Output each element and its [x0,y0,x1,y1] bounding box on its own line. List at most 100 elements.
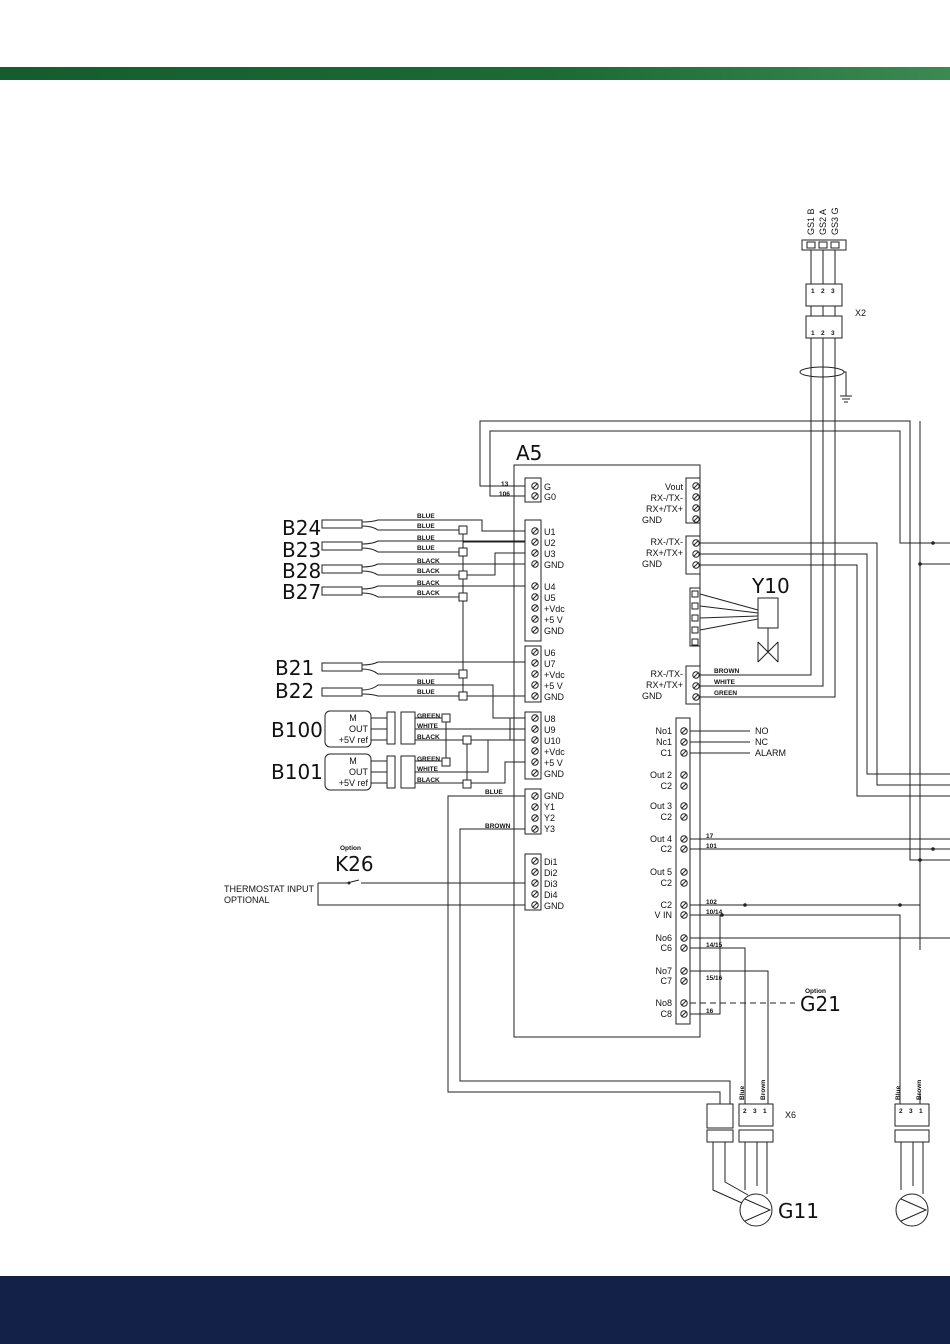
sensor-b27-label: B27 [282,580,321,604]
terminal-strip-analog-2 [524,645,542,703]
x2-bus-wires [700,250,836,698]
term-u10: U10 [544,736,561,746]
x2-label-gs1: GS1 B [806,208,816,235]
term-vdc: +Vdc [544,747,565,757]
term-u5: U5 [544,593,556,603]
x2-name: X2 [855,308,866,318]
b21-cable [361,661,525,675]
relay-wire-num: 10/14 [706,909,723,916]
controller-a5-box [513,464,701,1038]
term-gnd: GND [544,791,565,801]
x6-wire-blue: Blue [739,1086,746,1100]
g21-option: Option [805,988,826,995]
terminal-strip-power [524,477,542,503]
sensor-b24-probe [321,519,363,529]
relay-label: No6 [655,933,672,943]
k26-pivot [347,881,351,885]
wire-num-13: 13 [501,481,509,488]
terminal-strip-digital-in [524,853,542,911]
aout-wire-brown: BROWN [485,823,511,830]
terminal-strip-comm-top [685,477,701,524]
relay-label: C2 [660,844,672,854]
x6-pin: 2 [743,1108,747,1115]
x2-female [805,315,843,339]
term-5v: +5 V [544,758,563,768]
term-u2: U2 [544,538,556,548]
g11-ctrl-plug [706,1103,734,1129]
x2-label-gs2: GS2 A [818,209,828,235]
b101-wire-black: BLACK [417,777,440,784]
b100-wire-green: GREEN [417,713,440,720]
terminal-strip-analog-out [524,788,542,835]
g11-cables [712,1142,768,1204]
term-5v: +5 V [544,681,563,691]
relay-label: Out 5 [650,867,672,877]
term-gnd: GND [544,901,565,911]
relay-wire-num: 16 [706,1008,714,1015]
x6b-wire-brown: Brown [916,1080,923,1100]
wire-color: BLUE [417,689,435,696]
relay-label: Out 4 [650,834,672,844]
term-rx-tx-plus: RX+/TX+ [646,548,683,558]
x2-pin: 1 [811,288,815,295]
terminal-strip-analog-3 [524,711,542,780]
terminal-strip-comm-bottom [685,665,701,705]
relay-label: C2 [660,878,672,888]
valve-terminal [691,638,699,646]
valve-terminal [691,626,699,634]
cable-shield [799,366,845,378]
valve-terminal [691,590,699,598]
term-gnd: GND [642,515,663,525]
term-rx-tx-minus: RX-/TX- [651,493,684,503]
term-di3: Di3 [544,879,558,889]
b101-row-out: OUT [349,767,369,777]
terminal-strip-analog-1 [524,519,542,642]
relay-wire-num: 14/15 [706,942,723,949]
wire-color: BLACK [417,568,440,575]
term-u3: U3 [544,549,556,559]
b101-row-m: M [349,756,357,766]
pump-g11-label: G11 [778,1199,819,1223]
relay-label: Out 3 [650,801,672,811]
valve-terminal [691,602,699,610]
valve-y10-label: Y10 [751,574,790,598]
terminal-strip-comm-mid [685,535,701,575]
term-rx-tx-minus: RX-/TX- [651,537,684,547]
controller-label: A5 [516,441,542,465]
x6b-wire-blue: Blue [895,1086,902,1100]
k26-contact [317,879,525,906]
x6b-female [894,1129,930,1143]
wire-color: BLACK [417,590,440,597]
b100-row-out: OUT [349,724,369,734]
comm-wire-brown: BROWN [714,668,740,675]
b28-cable [361,552,525,576]
b100-row-m: M [349,713,357,723]
term-gnd: GND [544,769,565,779]
relay-label: C1 [660,748,672,758]
b101-socket [400,755,416,789]
relay-label: Out 2 [650,770,672,780]
wire-color: BLUE [417,545,435,552]
term-g0: G0 [544,492,556,502]
valve-wires [699,593,779,663]
relay-label: No7 [655,966,672,976]
term-gnd: GND [544,560,565,570]
b100-plug [386,711,396,745]
relay-label: C6 [660,943,672,953]
b101-wire-green: GREEN [417,756,440,763]
terminal-screws-left [531,482,539,909]
x6b-pin: 1 [919,1108,923,1115]
term-rx-tx-plus: RX+/TX+ [646,504,683,514]
term-rx-tx-plus: RX+/TX+ [646,680,683,690]
x6-name: X6 [785,1110,796,1120]
relay-wire-num: 17 [706,833,714,840]
relay-label: C2 [660,812,672,822]
x6-pin: 3 [753,1108,757,1115]
b101-row-ref: +5V ref [339,778,369,788]
term-gnd: GND [544,692,565,702]
term-rx-tx-minus: RX-/TX- [651,669,684,679]
term-di2: Di2 [544,868,558,878]
term-vout: Vout [665,482,684,492]
